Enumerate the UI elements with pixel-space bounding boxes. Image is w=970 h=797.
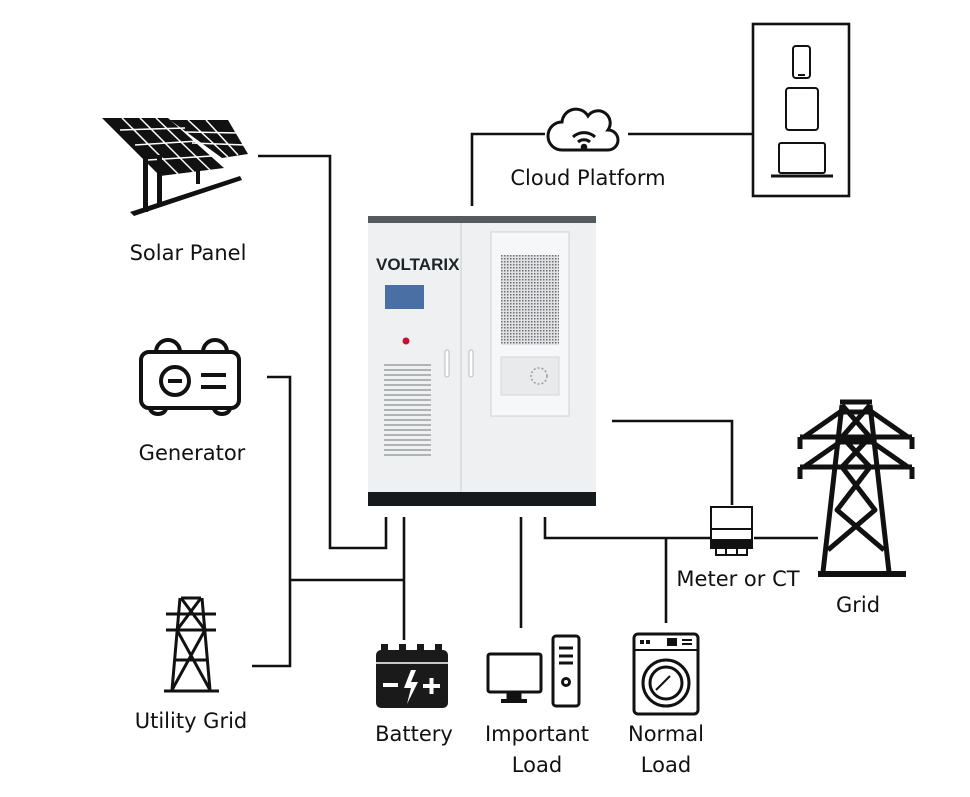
cabinet-vent-slats — [384, 364, 431, 456]
generator-label: Generator — [138, 441, 246, 465]
solar-panel-label: Solar Panel — [129, 241, 247, 265]
meter-label: Meter or CT — [676, 567, 800, 591]
cloud-platform-label: Cloud Platform — [510, 166, 666, 190]
cabinet-door-handle-left — [444, 349, 450, 378]
line-solar-to-cabinet — [258, 154, 388, 550]
connection-lines — [252, 132, 818, 668]
normal-load-label: Normal Load — [606, 719, 726, 781]
line-cabinet-to-meter — [612, 419, 734, 505]
devices-panel — [751, 22, 851, 198]
utility-grid-tower-icon — [164, 596, 219, 693]
meter-ct-icon — [710, 506, 753, 556]
energy-storage-cabinet: VOLTARIX — [368, 216, 596, 506]
cloud-wifi-icon — [546, 107, 620, 152]
cabinet-brand-logo: VOLTARIX — [376, 255, 460, 274]
tablet-icon — [785, 87, 819, 131]
grid-label: Grid — [835, 593, 881, 617]
cabinet-air-conditioner-grille — [501, 255, 559, 345]
utility-grid-label: Utility Grid — [134, 709, 248, 733]
line-cabinet-to-cloud — [470, 132, 545, 206]
smartphone-icon — [792, 45, 811, 79]
cabinet-door-handle-right — [468, 349, 474, 378]
solar-panel-icon — [102, 117, 248, 216]
computer-icon — [486, 634, 581, 708]
generator-icon — [139, 338, 241, 416]
cabinet-display-screen — [385, 285, 424, 309]
grid-tower-icon — [797, 399, 915, 577]
laptop-icon — [771, 142, 833, 178]
washing-machine-icon — [632, 632, 700, 716]
cabinet-status-led — [402, 337, 410, 345]
line-generator-to-bus — [252, 375, 292, 668]
important-load-label-line2: Load — [511, 753, 563, 777]
important-load-label: Important Load — [472, 719, 602, 781]
line-cabinet-to-normal-load — [543, 517, 730, 623]
important-load-label-line1: Important — [484, 722, 590, 746]
normal-load-label-line2: Load — [640, 753, 692, 777]
battery-icon — [376, 644, 448, 708]
battery-label: Battery — [375, 722, 453, 746]
normal-load-label-line1: Normal — [628, 722, 704, 746]
